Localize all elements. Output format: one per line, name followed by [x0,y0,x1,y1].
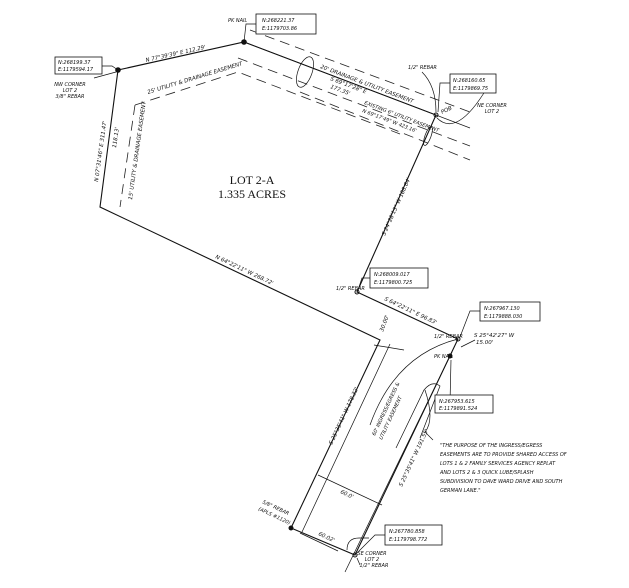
coord-box-pk-nail-s: N:267953.615 E:1179891.524 [434,394,494,414]
leader-lines [93,23,488,566]
se-corner-marker [352,552,358,558]
label: 1/2" REBAR [360,563,389,569]
label: PK NAIL [228,18,248,24]
easement-note: "THE PURPOSE OF THE INGRESS/EGRESS EASEM… [439,443,567,494]
pob-marker [433,112,439,118]
note-line: "THE PURPOSE OF THE INGRESS/EGRESS [440,443,543,449]
label: 1/2" REBAR [434,334,463,340]
bearing-north: N 77°39'39" E 112.29' [145,45,206,64]
bearing-se-long: S 25°35'41" W 191.55' [398,428,430,487]
northing: N:267967.130 [484,306,520,312]
label: NE CORNER [477,103,507,109]
pk-nail-s-marker [447,353,453,359]
note-line: SUBDIVISION TO DAVE WARD DRIVE AND SOUTH [440,479,563,485]
bearing-east: S 24°28'13" W 188.84' [381,177,412,237]
label: 1/2" REBAR [336,286,365,292]
easting: E:1179703.86 [262,26,297,32]
distance-west-inner: 118.13' [112,127,121,148]
bearing-sw-long: S 25°35'41" W 178.32' [328,386,360,445]
easting: E:1179800.725 [374,280,412,286]
distance-30: 30.00' [379,314,391,332]
label: LOT 2 [485,109,499,115]
label: LOT 2 [63,88,77,94]
rebar-mid-marker [354,289,360,295]
distance-60: 60.0' [339,489,354,500]
lot-area: 1.335 ACRES [218,187,286,201]
pk-nail-label: PK NAIL [434,354,454,360]
bearing-south-mid: N 64°22'11" W 268.72' [214,254,274,287]
bearing-west: N 07°31'46" E 311.47' [94,121,108,183]
coord-box-pk-nail: N:268221.37 E:1179703.86 PK NAIL [228,13,317,35]
utility-easement-west-label: 15' UTILITY & DRAINAGE EASEMENT [128,101,148,201]
bearing-rebar-e: S 64°22'11" E 96.83' [383,296,437,326]
pob-label: POB [440,105,453,115]
note-line: GERMAN LANE." [440,488,481,494]
easting: E:1179888.030 [484,314,522,320]
label: NW CORNER [54,82,86,88]
label: LOT 2 [365,557,379,563]
rebar-sw-label: 5/8" REBAR (APLS #1120) [257,499,291,526]
coord-box-nw-corner: N:268199.37 E:1179594.17 NW CORNER LOT 2… [54,56,103,100]
bearing-short: S 25°42'27" W [474,333,515,339]
northing: N:267953.615 [439,399,475,405]
northing: N:268160.65 [453,78,485,84]
easement-lines [119,29,471,573]
label: 3/8" REBAR [56,94,85,100]
coord-box-rebar-e: N:267967.130 E:1179888.030 1/2" REBAR PK… [434,301,541,360]
easting: E:1179869.75 [453,86,488,92]
easting: E:1179798.772 [389,537,427,543]
note-line: EASEMENTS ARE TO PROVIDE SHARED ACCESS O… [440,452,567,458]
label: SE CORNER [357,551,386,557]
distance-short: 15.00' [476,340,493,346]
easting: E:1179594.17 [58,67,94,73]
northing: N:268009.017 [374,272,410,278]
note-line: LOTS 1 & 2 FAMILY SERVICES AGENCY REPLAT [440,461,556,467]
coord-box-rebar-mid: N:268009.017 E:1179800.725 1/2" REBAR [336,267,429,292]
utility-easement-top-label: 25' UTILITY & DRAINAGE EASEMENT [147,61,244,96]
note-line: AND LOTS 2 & 3 QUICK LUBE/SPLASH [439,470,534,476]
coord-box-se-corner: N:267780.858 E:1179798.772 SE CORNER LOT… [357,524,443,569]
rebar-e-marker [455,336,461,342]
lot-name: LOT 2-A [230,173,275,187]
easting: E:1179891.524 [439,406,477,412]
rebar-sw-marker [288,525,294,531]
northing: N:268221.37 [262,18,295,24]
label: 1/2" REBAR [408,65,437,71]
northing: N:267780.858 [389,529,425,535]
northing: N:268199.37 [58,60,91,66]
coord-box-ne-corner: N:268160.65 E:1179869.75 NE CORNER LOT 2… [408,65,507,116]
